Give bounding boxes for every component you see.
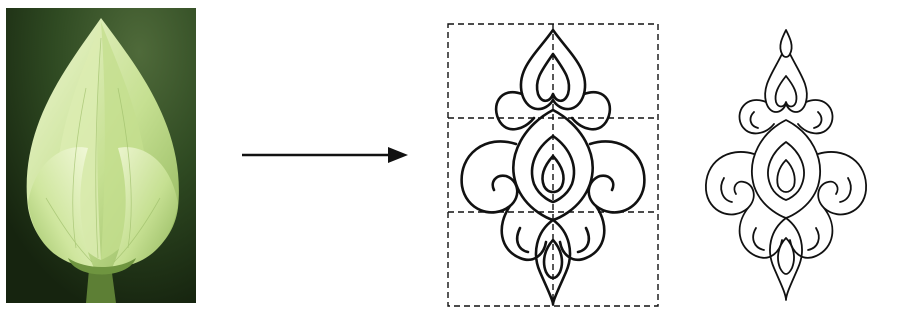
lotus-bud-photo bbox=[6, 8, 196, 303]
construction-grid bbox=[448, 24, 658, 306]
thai-lotus-motif-with-grid bbox=[436, 14, 676, 314]
right-arrow-icon bbox=[238, 140, 413, 170]
thai-lotus-motif bbox=[688, 28, 898, 304]
lotus-motif-outline-clean bbox=[706, 30, 866, 300]
